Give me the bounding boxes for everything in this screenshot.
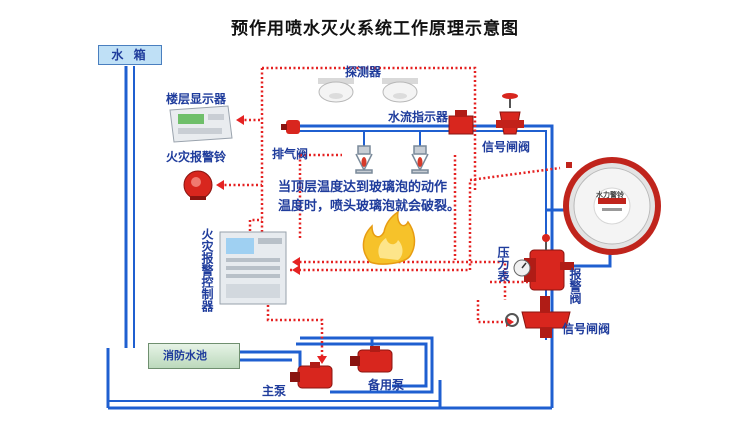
fire-bell-label: 火灾报警铃: [166, 150, 227, 164]
pipe-pump-loop-b: [296, 342, 428, 388]
signal-detector-loop: [262, 66, 477, 190]
arrow-to-controller: [292, 257, 300, 267]
signal-sprinkler-area: [298, 153, 457, 260]
signal-controller-right: [290, 166, 561, 272]
flow-indicator: [448, 110, 474, 135]
arrow-to-bell: [216, 180, 224, 190]
arrow-to-controller-2: [292, 265, 300, 275]
alarm-valve-label: 报警阀: [568, 268, 582, 304]
vent-valve: [281, 120, 300, 134]
signal-lines: [220, 66, 561, 360]
arrow-to-pump: [317, 356, 327, 364]
alarm-bell-device: [183, 170, 213, 200]
signal-gate-valve-top: [496, 93, 524, 135]
floor-display-device: [169, 105, 233, 143]
note-line-1: 当顶层温度达到玻璃泡的动作: [278, 180, 448, 195]
fire-controller-label: 火灾报警控制器: [200, 228, 214, 312]
sprinkler-head-2: [411, 145, 429, 174]
signal-gate-valve-bottom: [505, 296, 571, 338]
detector-label: 探测器: [345, 65, 382, 79]
fire-pool: 消防水池: [148, 343, 240, 369]
diagram-title: 预作用喷水灭火系统工作原理示意图: [231, 19, 519, 39]
flow-indicator-label: 水流指示器: [388, 110, 449, 124]
alarm-valve-assembly: [524, 234, 574, 291]
smoke-detector-1: [318, 78, 354, 103]
fire-flame: [362, 210, 416, 265]
pipe-pump-loop: [300, 336, 434, 394]
main-pump-device: [290, 362, 333, 389]
alarm-bell-plate-text: 水力警铃: [596, 191, 624, 199]
smoke-detector-2: [382, 78, 418, 103]
sprinkler-head-1: [355, 145, 373, 174]
standby-pump-device: [350, 346, 393, 373]
signal-gate-valve-top-label: 信号闸阀: [482, 140, 531, 154]
working-principle-note: 当顶层温度达到玻璃泡的动作 温度时，喷头玻璃泡就会破裂。: [278, 178, 478, 216]
controller-cabinet: [219, 231, 287, 305]
note-line-2: 温度时，喷头玻璃泡就会破裂。: [278, 199, 461, 214]
standby-pump-label: 备用泵: [368, 378, 405, 392]
main-pump-label: 主泵: [262, 384, 287, 398]
signal-to-pump: [266, 305, 324, 360]
signal-gate-valve-bottom-label: 信号闸阀: [562, 322, 611, 336]
hydraulic-alarm-bell: [563, 157, 661, 255]
vent-valve-label: 排气阀: [272, 147, 309, 161]
signal-to-alarm: [295, 260, 507, 300]
floor-display-label: 楼层显示器: [166, 92, 227, 106]
water-tank: 水 箱: [98, 45, 162, 65]
pressure-gauge-label: 压力表: [496, 246, 510, 282]
signal-controller-top: [248, 218, 262, 240]
pressure-gauge-device: [513, 259, 531, 277]
arrow-to-display: [236, 115, 244, 125]
